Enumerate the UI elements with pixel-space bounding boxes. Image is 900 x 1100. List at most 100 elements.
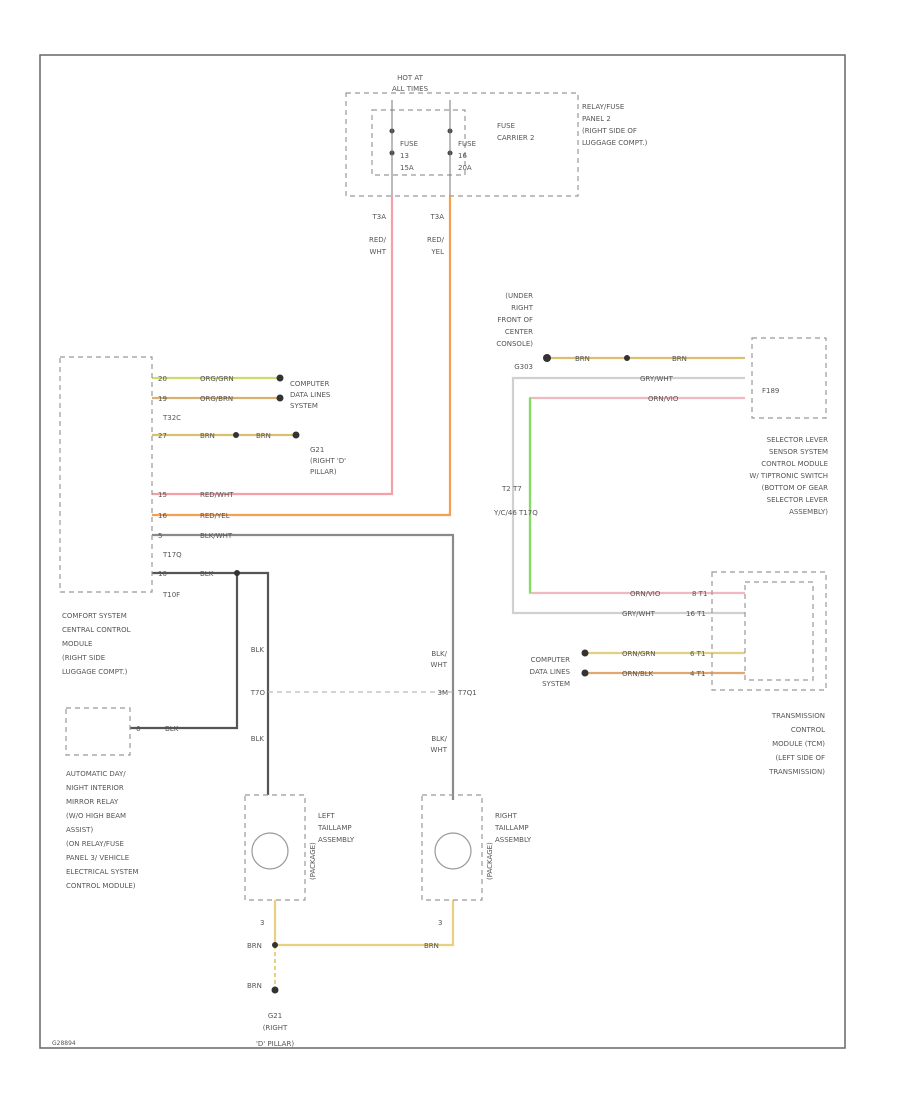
diagram-label: G303	[514, 363, 533, 371]
diagram-label: 20	[158, 375, 167, 383]
diagram-label: 16	[158, 512, 167, 520]
fuse-a-label: FUSE	[400, 140, 418, 148]
diagram-label: CENTER	[505, 328, 533, 336]
diagram-label: G21	[310, 446, 324, 454]
diagram-label: (BOTTOM OF GEAR	[762, 484, 829, 492]
comfort-module-label: COMFORT SYSTEM	[62, 612, 127, 620]
diagram-label: 'D' PILLAR)	[256, 1040, 294, 1048]
diagram-label: CARRIER 2	[497, 134, 534, 142]
diagram-label: ASSEMBLY	[495, 836, 532, 844]
diagram-label: LEFT	[318, 812, 335, 820]
transmission-control-module: ORN/VIO 8 T1 GRY/WHT 16 T1 ORN/GRN 6 T1 …	[530, 571, 827, 776]
ground-icon	[271, 986, 279, 994]
diagram-label: CONTROL	[791, 726, 825, 734]
diagram-label: 15A	[400, 164, 414, 172]
diagram-label: 3	[260, 919, 264, 927]
diagram-label: LUGGAGE COMPT.)	[582, 139, 648, 147]
diagram-label: (RIGHT	[263, 1024, 288, 1032]
diagram-label: WHT	[431, 661, 448, 669]
diagram-label: T7O	[250, 689, 266, 697]
diagram-label: TAILLAMP	[494, 824, 529, 832]
diagram-label: FRONT OF	[497, 316, 533, 324]
diagram-label: BRN	[200, 432, 215, 440]
diagram-label: GRY/WHT	[640, 375, 674, 383]
diagram-label: PANEL 2	[582, 115, 611, 123]
taillamps: BLK BLK BLK/ WHT BLK/ WHT T7O 3M T7Q1 LE…	[244, 646, 532, 1048]
diagram-label: SYSTEM	[542, 680, 570, 688]
diagram-label: 8 T1	[692, 590, 707, 598]
diagram-label: ORN/VIO	[648, 395, 679, 403]
figure-id: G28894	[52, 1040, 76, 1047]
diagram-label: CENTRAL CONTROL	[62, 626, 131, 634]
diagram-label: ASSEMBLY)	[789, 508, 828, 516]
diagram-label: G21	[268, 1012, 282, 1020]
diagram-label: BLK/WHT	[200, 532, 233, 540]
diagram-label: BRN	[256, 432, 271, 440]
diagram-label: 3	[438, 919, 442, 927]
relay-fuse-panel-label: RELAY/FUSE	[582, 103, 624, 111]
diagram-label: 6	[136, 725, 141, 733]
tcm-label: TRANSMISSION	[771, 712, 825, 720]
diagram-label: T17Q	[162, 551, 182, 559]
diagram-label: MODULE	[62, 640, 92, 648]
diagram-label: (RIGHT SIDE	[62, 654, 105, 662]
diagram-label: ORG/GRN	[200, 375, 234, 383]
diagram-label: PILLAR)	[310, 468, 337, 476]
wire-gry-wht	[511, 376, 745, 615]
selector-label: SELECTOR LEVER	[767, 436, 828, 444]
comfort-module: 20 ORG/GRN 19 ORG/BRN T32C 27 BRN BRN 15…	[59, 356, 346, 676]
diagram-label: BRN	[575, 355, 590, 363]
diagram-label: 10	[158, 570, 167, 578]
wire-orn-vio	[528, 396, 745, 595]
diagram-label: SYSTEM	[290, 402, 318, 410]
diagram-label: ASSIST)	[66, 826, 93, 834]
diagram-label: ALL TIMES	[392, 85, 429, 93]
diagram-label: SELECTOR LEVER	[767, 496, 828, 504]
diagram-label: F189	[762, 387, 779, 395]
wire-blk-wht	[152, 533, 455, 800]
diagram-label: PANEL 3/ VEHICLE	[66, 854, 129, 862]
diagram-label: T32C	[162, 414, 181, 422]
diagram-label: RIGHT	[511, 304, 534, 312]
wire-red-wht	[152, 196, 394, 496]
diagram-label: LUGGAGE COMPT.)	[62, 668, 128, 676]
diagram-label: BLK	[251, 735, 265, 743]
diagram-label: T2 T7	[501, 485, 522, 493]
right-taillamp	[421, 794, 483, 901]
diagram-label: TRANSMISSION)	[768, 768, 825, 776]
diagram-label: CONTROL MODULE)	[66, 882, 136, 890]
diagram-label: RED/	[369, 236, 387, 244]
diagram-label: GRY/WHT	[622, 610, 656, 618]
diagram-label: Y/C/46 T17Q	[493, 509, 538, 517]
diagram-label: CONTROL MODULE	[761, 460, 828, 468]
diagram-label: WHT	[431, 746, 448, 754]
diagram-label: WHT	[370, 248, 387, 256]
diagram-label: 19	[158, 395, 167, 403]
diagram-label: CONSOLE)	[496, 340, 533, 348]
diagram-label: RED/	[427, 236, 445, 244]
diagram-label: T3A	[429, 213, 444, 221]
selector-lever-module: (UNDER RIGHT FRONT OF CENTER CONSOLE) G3…	[493, 292, 828, 517]
diagram-label: 27	[158, 432, 167, 440]
diagram-label: BLK/	[431, 650, 447, 658]
fuse-carrier-label: FUSE	[497, 122, 515, 130]
diagram-label: (PACKAGE)	[309, 842, 317, 880]
hot-label: HOT AT	[397, 74, 424, 82]
left-bulb-icon	[251, 832, 289, 870]
diagram-label: BLK	[251, 646, 265, 654]
wire-blk-mirror	[130, 573, 239, 730]
diagram-label: BLK	[165, 725, 179, 733]
diagram-label: (ON RELAY/FUSE	[66, 840, 124, 848]
fuse-panel: HOT AT ALL TIMES FUSE 13 15A FUSE 16 20A…	[345, 74, 648, 256]
right-bulb-icon	[434, 832, 472, 870]
diagram-label: ORG/BRN	[200, 395, 233, 403]
diagram-label: (UNDER	[505, 292, 533, 300]
diagram-label: 4 T1	[690, 670, 705, 678]
wire-red-yel	[152, 196, 452, 517]
diagram-label: T10F	[162, 591, 180, 599]
diagram-label: (LEFT SIDE OF	[775, 754, 825, 762]
wires	[130, 196, 745, 990]
diagram-label: BRN	[247, 982, 262, 990]
diagram-label: TAILLAMP	[317, 824, 352, 832]
diagram-label: COMPUTER	[290, 380, 329, 388]
